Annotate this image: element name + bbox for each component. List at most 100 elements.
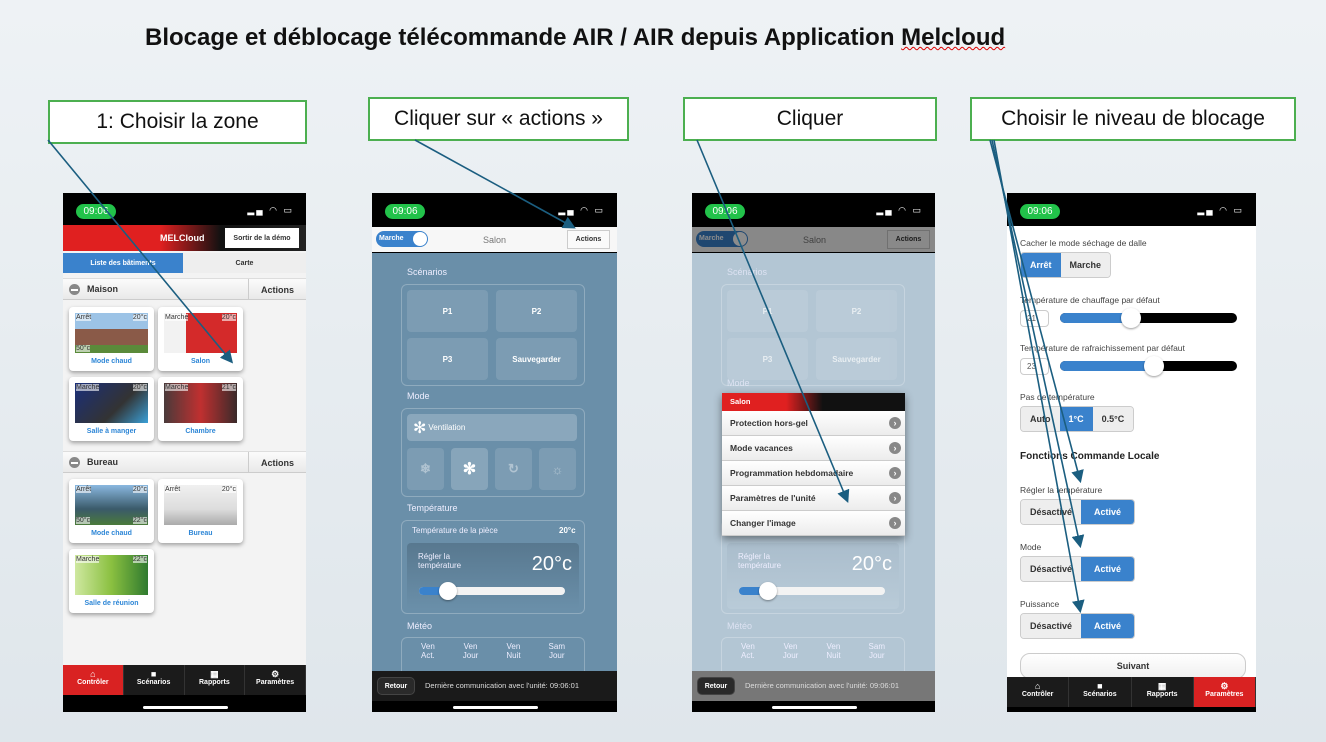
set-temp-panel: Régler la température 20°c [727, 543, 899, 609]
disable-option[interactable]: Désactivé [1021, 614, 1082, 638]
enable-option[interactable]: Activé [1081, 500, 1135, 524]
status-icons: ▂▄ ◠ ▭ [1197, 205, 1244, 215]
mode-heat-button[interactable]: ☼ [539, 448, 576, 490]
menu-item[interactable]: Changer l'image› [722, 511, 905, 536]
local-power-label: Puissance [1020, 599, 1060, 609]
local-mode-label: Mode [1020, 542, 1042, 552]
unit-name: Mode chaud [91, 530, 132, 537]
unit-name: Mode chaud [91, 358, 132, 365]
menu-header: Salon [722, 393, 905, 411]
weather-label: Météo [407, 621, 433, 631]
step-auto-option[interactable]: Auto [1021, 407, 1060, 431]
chevron-right-icon: › [889, 517, 901, 529]
nav-scenarios[interactable]: ■Scénarios [124, 665, 185, 695]
status-icons: ▂▄ ◠ ▭ [247, 205, 294, 215]
nav-rapports[interactable]: ▦Rapports [185, 665, 246, 695]
cool-default-slider[interactable] [1060, 356, 1237, 376]
scenario-p2-button[interactable]: P2 [816, 290, 897, 332]
save-scenario-button[interactable]: Sauvegarder [816, 338, 897, 380]
dry-on-option[interactable]: Marche [1060, 253, 1111, 277]
enable-option[interactable]: Activé [1081, 557, 1135, 581]
chevron-right-icon: › [889, 467, 901, 479]
set-temp-value: 20°c [531, 553, 572, 575]
collapse-icon[interactable] [69, 284, 80, 295]
mode-cool-button[interactable]: ❄ [407, 448, 444, 490]
group-actions-button[interactable]: Actions [248, 452, 306, 473]
menu-item[interactable]: Mode vacances› [722, 436, 905, 461]
cool-default-input[interactable]: 23 [1020, 358, 1049, 375]
scenario-p1-button[interactable]: P1 [407, 290, 488, 332]
phone-unit-control: 09:06 ▂▄ ◠ ▭ Marche Salon Actions Scénar… [372, 193, 617, 712]
nav-controler[interactable]: ⌂Contrôler [63, 665, 124, 695]
local-functions-title: Fonctions Commande Locale [1020, 451, 1160, 462]
local-temp-label: Régler la température [1020, 485, 1103, 495]
temp-step-label: Pas de température [1020, 392, 1095, 402]
status-time: 09:06 [76, 204, 116, 219]
mode-auto-button[interactable]: ↻ [495, 448, 532, 490]
tab-building-list[interactable]: Liste des bâtiments [63, 253, 183, 273]
heat-default-input[interactable]: 21 [1020, 310, 1049, 327]
home-icon: ⌂ [1034, 681, 1041, 691]
unit-name: Salle à manger [86, 428, 137, 435]
set-temp-slider[interactable] [419, 582, 565, 600]
status-time: 09:06 [705, 204, 745, 219]
scenario-p1-button[interactable]: P1 [727, 290, 808, 332]
nav-parametres[interactable]: ⚙Paramètres [245, 665, 306, 695]
dry-off-option[interactable]: Arrêt [1021, 253, 1061, 277]
menu-item[interactable]: Paramètres de l'unité› [722, 486, 905, 511]
menu-item-label: Protection hors-gel [730, 418, 808, 428]
mode-label: Mode [727, 378, 750, 388]
scenario-p2-button[interactable]: P2 [496, 290, 577, 332]
step-2-label: Cliquer sur « actions » [368, 97, 629, 141]
step-1-label: 1: Choisir la zone [48, 100, 307, 144]
gear-icon: ⚙ [271, 669, 280, 679]
nav-controler[interactable]: ⌂Contrôler [1007, 677, 1070, 707]
step-1c-option[interactable]: 1°C [1059, 407, 1093, 431]
actions-button[interactable]: Actions [567, 230, 610, 249]
tab-map[interactable]: Carte [183, 253, 306, 273]
footer-bar: Retour Dernière communication avec l'uni… [692, 671, 935, 701]
step-3-label: Cliquer [683, 97, 937, 141]
collapse-icon[interactable] [69, 457, 80, 468]
enable-option[interactable]: Activé [1081, 614, 1135, 638]
disable-option[interactable]: Désactivé [1021, 500, 1082, 524]
set-temp-slider[interactable] [739, 582, 885, 600]
group-actions-button[interactable]: Actions [248, 279, 306, 300]
save-scenario-button[interactable]: Sauvegarder [496, 338, 577, 380]
unit-header: Marche Salon Actions [372, 227, 617, 252]
snowflake-icon: ❄ [420, 461, 431, 476]
scenario-p3-button[interactable]: P3 [727, 338, 808, 380]
exit-demo-button[interactable]: Sortir de la démo [225, 228, 299, 248]
home-indicator [142, 706, 228, 709]
mode-fan-button[interactable]: ✻ [451, 448, 488, 490]
back-button[interactable]: Retour [697, 677, 735, 695]
step-05c-option[interactable]: 0.5°C [1092, 407, 1134, 431]
next-button[interactable]: Suivant [1020, 653, 1246, 679]
dry-mode-label: Cacher le mode séchage de dalle [1020, 238, 1147, 248]
heat-default-slider[interactable] [1060, 308, 1237, 328]
power-toggle[interactable]: Marche [376, 231, 428, 247]
nav-rapports[interactable]: ▦Rapports [1132, 677, 1194, 707]
menu-item[interactable]: Programmation hebdomadaire› [722, 461, 905, 486]
nav-parametres[interactable]: ⚙Paramètres [1193, 677, 1256, 707]
nav-scenarios[interactable]: ■Scénarios [1069, 677, 1132, 707]
back-button[interactable]: Retour [377, 677, 415, 695]
last-communication: Dernière communication avec l'unité: 09:… [745, 681, 900, 690]
unit-name: Salle de réunion [84, 600, 139, 607]
mode-box [401, 408, 585, 497]
disable-option[interactable]: Désactivé [1021, 557, 1082, 581]
scenario-p3-button[interactable]: P3 [407, 338, 488, 380]
menu-item[interactable]: Protection hors-gel› [722, 411, 905, 436]
actions-button[interactable]: Actions [887, 230, 930, 249]
